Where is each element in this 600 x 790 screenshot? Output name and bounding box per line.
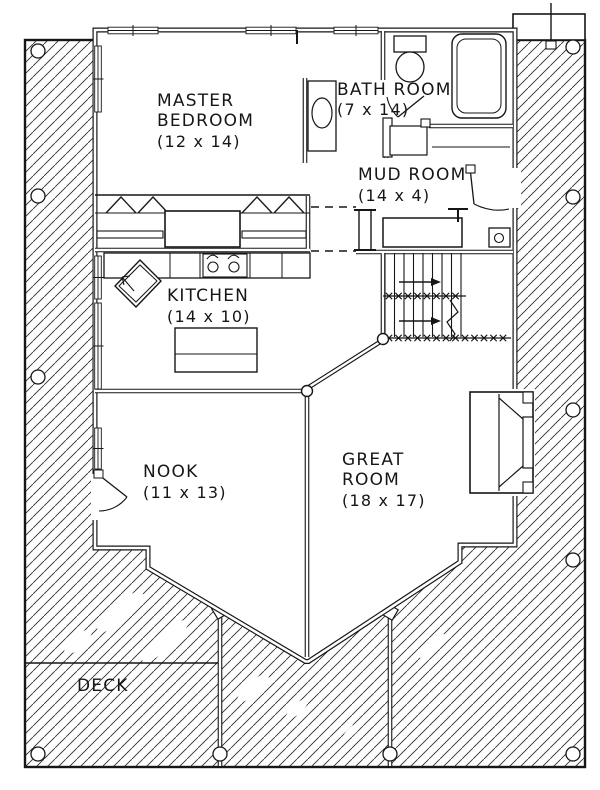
bathtub — [451, 33, 507, 119]
hatch-smudges — [64, 591, 446, 740]
post-t — [448, 208, 468, 222]
deck-post — [30, 746, 46, 762]
room-dims-nook: (11 x 13) — [143, 483, 227, 502]
deck-post — [565, 552, 581, 568]
deck-post — [30, 369, 46, 385]
deck-post — [30, 188, 46, 204]
room-dims-kitchen: (14 x 10) — [167, 307, 251, 326]
kitchen-fixtures — [103, 252, 311, 373]
junction-posts — [300, 332, 390, 398]
deck-door — [465, 164, 521, 211]
room-label-master-bedroom-1: MASTER — [157, 91, 234, 111]
closet-band — [95, 194, 310, 248]
appliance — [488, 227, 511, 248]
room-label-deck: DECK — [77, 676, 129, 696]
deck-posts — [30, 39, 581, 762]
room-label-master-bedroom-2: BEDROOM — [157, 111, 254, 131]
fireplace — [466, 389, 535, 496]
stairs — [383, 253, 511, 342]
chimney-bumpout — [512, 3, 586, 50]
dashed-lines — [311, 206, 356, 252]
locker-post — [354, 209, 376, 251]
toilet — [393, 35, 427, 83]
corner-unit — [114, 259, 162, 308]
mudroom-fixtures — [354, 164, 521, 251]
deck-edges — [25, 601, 400, 766]
room-dims-mud-room: (14 x 4) — [358, 186, 430, 205]
bath-door — [386, 95, 425, 118]
kitchen-sink — [202, 253, 248, 278]
deck-post — [565, 746, 581, 762]
room-label-great-room-2: ROOM — [342, 470, 400, 490]
room-label-great-room-1: GREAT — [342, 450, 404, 470]
room-label-bath-room: BATH ROOM — [337, 80, 452, 100]
island — [174, 327, 258, 373]
deck-post — [565, 402, 581, 418]
bathroom-fixtures — [307, 33, 507, 158]
room-dims-bath-room: (7 x 14) — [337, 100, 409, 119]
deck-post — [565, 39, 581, 55]
deck-post — [212, 746, 228, 762]
nook-door — [91, 469, 128, 520]
room-labels: MASTER BEDROOM (12 x 14) BATH ROOM (7 x … — [77, 80, 466, 696]
room-label-nook: NOOK — [143, 462, 198, 482]
room-dims-master-bedroom: (12 x 14) — [157, 132, 241, 151]
windows — [92, 25, 379, 470]
room-label-mud-room: MUD ROOM — [358, 165, 466, 185]
deck-post — [382, 746, 398, 762]
deck-post — [565, 189, 581, 205]
pedestal-sink — [382, 117, 431, 158]
room-dims-great-room: (18 x 17) — [342, 491, 426, 510]
deck-post — [30, 43, 46, 59]
room-label-kitchen: KITCHEN — [167, 286, 249, 306]
bench — [382, 217, 463, 248]
stair-arrows — [399, 278, 441, 325]
